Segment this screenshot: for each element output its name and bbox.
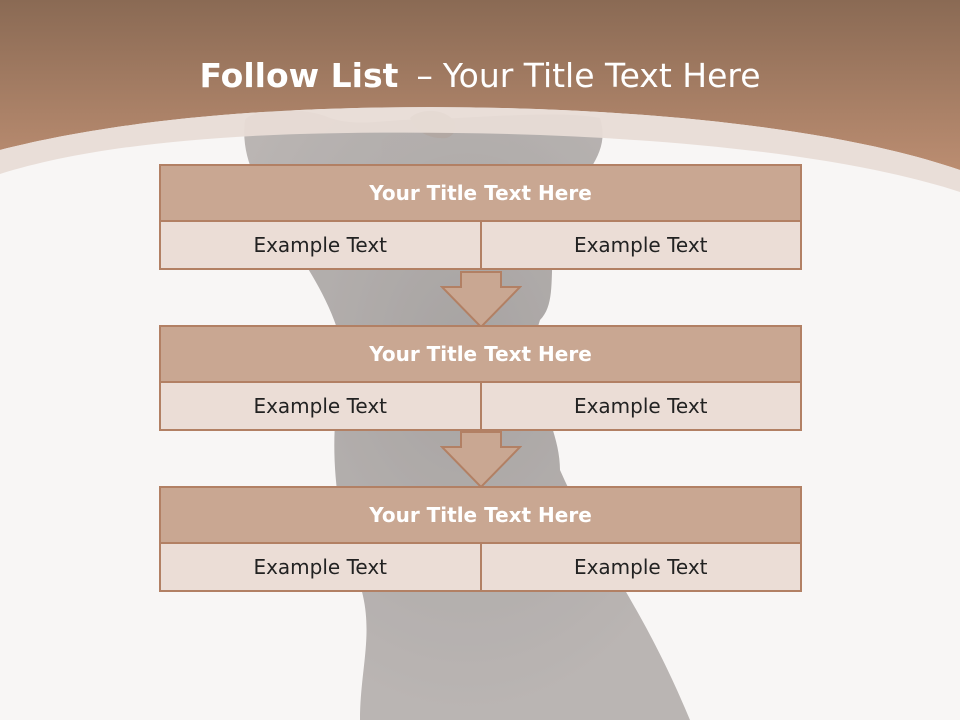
list-block-3: Your Title Text Here Example Text Exampl… — [159, 486, 802, 592]
down-arrow-icon — [440, 431, 522, 489]
block-cell-right: Example Text — [479, 383, 800, 429]
block-title: Your Title Text Here — [161, 166, 800, 222]
block-title: Your Title Text Here — [161, 327, 800, 383]
block-row: Example Text Example Text — [161, 383, 800, 429]
slide-title-separator: – — [416, 56, 433, 95]
block-cell-left: Example Text — [161, 222, 480, 268]
block-cell-left: Example Text — [161, 544, 480, 590]
block-row: Example Text Example Text — [161, 544, 800, 590]
list-block-2: Your Title Text Here Example Text Exampl… — [159, 325, 802, 431]
block-cell-right: Example Text — [479, 222, 800, 268]
slide-title-bold: Follow List — [199, 56, 399, 95]
block-cell-left: Example Text — [161, 383, 480, 429]
block-title: Your Title Text Here — [161, 488, 800, 544]
slide-title-rest: Your Title Text Here — [442, 56, 761, 95]
block-row: Example Text Example Text — [161, 222, 800, 268]
slide-title: Follow List–Your Title Text Here — [0, 56, 960, 95]
block-cell-right: Example Text — [479, 544, 800, 590]
list-block-1: Your Title Text Here Example Text Exampl… — [159, 164, 802, 270]
down-arrow-icon — [440, 271, 522, 329]
